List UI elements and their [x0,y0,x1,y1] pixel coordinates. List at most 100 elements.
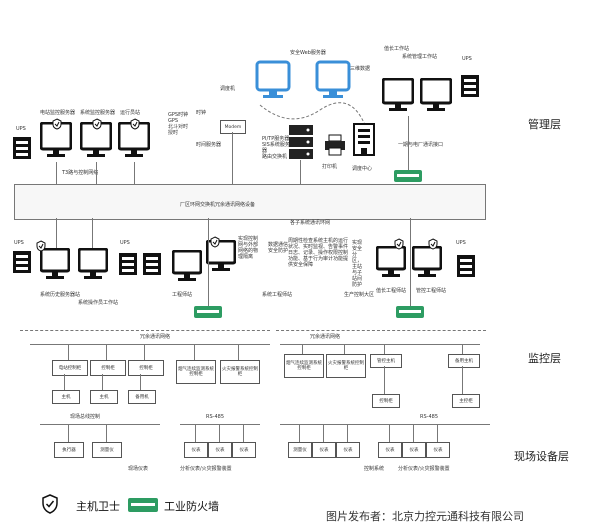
left-controller-1: 电站控制柜 [52,360,88,376]
modem-box: Modem [220,120,246,134]
right-bus-dashed [276,330,486,331]
connector-line [56,162,57,184]
connector-line [347,424,348,442]
note-block: 周期性检查系统主机的运行状况、实时监视、告警事件日志、记录、操作权限控制功能、基… [288,238,349,268]
connector-line [462,366,463,394]
connector-line [300,160,301,184]
left-controller-3: 控制柜 [128,360,164,376]
ws1-label: 系统历史服务器站 [40,292,81,298]
right-top-label-2: 系统管理工作站 [402,54,438,60]
connector-line [323,424,324,442]
connector-line [64,374,65,390]
legend-host-guard-label: 主机卫士 [76,500,120,513]
connector-line [208,218,209,306]
ups-left-label: UPS [16,126,26,132]
connector-line [410,218,411,306]
right-ws2-label: 管控工程师站 [416,288,447,294]
field-right-caption-b: 分析仪表/火灾报警装置 [398,466,450,472]
station-2-label: 系统监控服务器 [80,110,116,116]
field-mid-device-2: 仪表 [208,442,232,458]
connector-line [102,374,103,390]
connector-line [437,424,438,442]
right-sub-1: 控制柜 [372,394,400,408]
mid-box-1: 烟气连续监测系统控制柜 [176,360,216,384]
connector-line [413,424,414,442]
connector-line [92,218,93,248]
ups-right-label: UPS [462,56,472,62]
ws-monitor-2-icon [78,248,108,279]
left-host-3: 备用机 [128,390,156,404]
right-ups-label: UPS [456,240,466,246]
connector-line [68,424,69,442]
ups-icon [13,137,31,159]
connector-line [243,424,244,442]
right-ws1-label: 值长工程师站 [376,288,407,294]
mid-note-2: 数据通信安全防护 [268,242,289,254]
ups-icon [461,75,479,97]
watermark: 图片发布者：北京力控元通科技有限公司 [326,510,524,523]
field-bus-left-line [40,424,160,425]
field-bus-left-label: 现场总线控制 [70,414,101,420]
field-mid-device-3: 仪表 [232,442,256,458]
right-ctrl-1: 管控主机 [370,354,402,368]
connector-line [219,424,220,442]
building-label: 调度中心 [352,166,373,172]
host-guard-shield-icon [394,238,404,250]
connector-line [462,344,463,354]
left-host-2: 主机 [90,390,118,404]
station-3-label: 运行员站 [120,110,141,116]
field-right-b-device-1: 仪表 [378,442,402,458]
ups-icon [143,253,161,275]
industrial-firewall-icon[interactable] [396,306,424,318]
connector-line [194,344,195,360]
field-mid-device-1: 仪表 [184,442,208,458]
left-ups-label: UPS [14,240,24,246]
right-sub-2: 主控柜 [452,394,480,408]
connector-line [68,344,69,360]
sub-band-label: 各子系统通讯环网 [290,220,331,226]
layer-label-management: 管理层 [528,118,561,131]
layer-label-monitoring: 监控层 [528,352,561,365]
printer-label: 打印机 [322,164,338,170]
left-host-1: 主机 [52,390,80,404]
field-right-b-device-2: 仪表 [402,442,426,458]
note-block-2: 实现安全分区，主站与子站间防护 [352,240,363,288]
host-guard-shield-icon [92,118,102,130]
field-right-caption-a: 控制系统 [364,466,385,472]
field-mid-caption: 分析仪表/火灾报警装置 [180,466,232,472]
printer-icon [325,134,345,156]
main-network-band [14,184,486,220]
mid-box-2: 火灾报警系统控制柜 [220,360,260,384]
ws-monitor-1-icon [40,248,70,279]
ws-monitor-3-icon [172,250,202,281]
server-stack-icon [289,125,313,159]
field-left-device-2: 测量仪 [92,442,122,458]
blue-monitor-left-icon [255,60,291,98]
firewall-top-label: 安全Web服务器 [290,50,326,56]
industrial-firewall-icon[interactable] [394,170,422,182]
bottom-net-label: T3路与控制网络 [62,170,99,176]
field-bus-right-line [280,424,490,425]
host-guard-shield-icon [428,238,438,250]
connector-line [389,424,390,442]
layer-label-field: 现场设备层 [514,450,569,463]
right-box-2: 火灾报警系统控制柜 [326,354,366,378]
right-ctrl-2: 备用主机 [448,354,480,368]
left-controller-2: 控制柜 [90,360,126,376]
topology-label: 三维数据 [350,66,371,72]
connector-line [302,344,303,354]
connector-line [238,344,239,360]
left-bus-line [30,344,270,345]
industrial-firewall-icon[interactable] [194,306,222,318]
connector-line [56,218,57,248]
field-bus-right-label: RS-485 [420,414,438,420]
field-left-device-1: 执行器 [54,442,84,458]
clock-label: 时钟 [196,110,207,116]
field-right-b-device-3: 仪表 [426,442,450,458]
ws3-label: 工程师站 [172,292,193,298]
connector-line [106,344,107,360]
host-guard-shield-icon [36,240,46,252]
field-right-a-device-1: 测量仪 [288,442,312,458]
modem-top-label: 调度机 [220,86,236,92]
connector-line [299,424,300,442]
